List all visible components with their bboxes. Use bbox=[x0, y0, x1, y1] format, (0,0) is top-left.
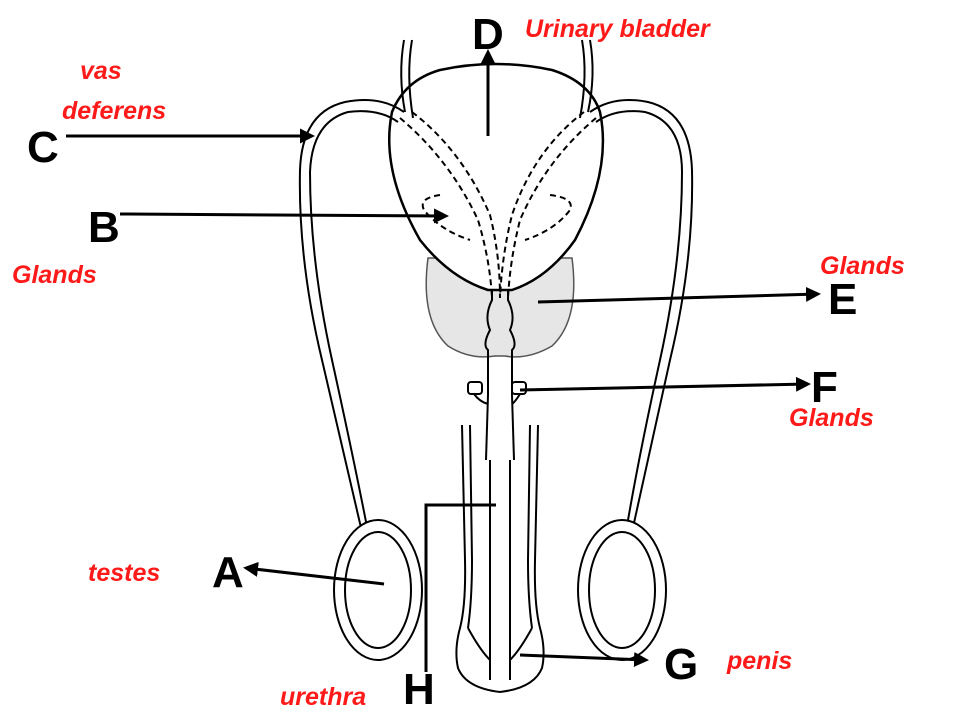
label-letter-c: C bbox=[27, 123, 59, 172]
vas-deferens-right bbox=[589, 99, 694, 533]
testis-right bbox=[577, 519, 667, 661]
dashed-ducts bbox=[399, 111, 597, 299]
label-letter-h: H bbox=[403, 665, 435, 714]
pointer-a bbox=[243, 561, 385, 586]
label-letter-f: F bbox=[811, 363, 838, 412]
label-name-e: Glands bbox=[820, 252, 905, 280]
label-letter-b: B bbox=[88, 203, 120, 252]
pointer-e bbox=[537, 286, 821, 304]
testis-left bbox=[333, 519, 423, 661]
label-name-c-line1: vas bbox=[80, 57, 122, 85]
urinary-bladder bbox=[388, 62, 605, 292]
bulbourethral-glands bbox=[467, 381, 527, 405]
label-name-b: Glands bbox=[12, 261, 97, 289]
pointer-f bbox=[519, 376, 811, 392]
prostate-gland bbox=[425, 257, 575, 358]
pointer-g bbox=[519, 652, 649, 668]
label-name-a: testes bbox=[88, 559, 161, 587]
pointer-h bbox=[424, 503, 496, 672]
label-name-h: urethra bbox=[280, 683, 367, 711]
label-letter-e: E bbox=[828, 275, 858, 324]
label-name-f: Glands bbox=[789, 404, 874, 432]
label-name-c-line2: deferens bbox=[62, 97, 167, 125]
vas-deferens-left bbox=[298, 99, 405, 533]
label-letter-a: A bbox=[212, 548, 244, 597]
ureters bbox=[400, 39, 594, 119]
label-name-g: penis bbox=[727, 647, 793, 675]
penis bbox=[455, 424, 545, 693]
label-letter-g: G bbox=[664, 640, 699, 689]
label-letter-d: D bbox=[472, 10, 504, 59]
urethra-tube bbox=[484, 290, 516, 461]
label-name-d: Urinary bladder bbox=[525, 15, 710, 43]
pointer-b bbox=[119, 208, 449, 224]
